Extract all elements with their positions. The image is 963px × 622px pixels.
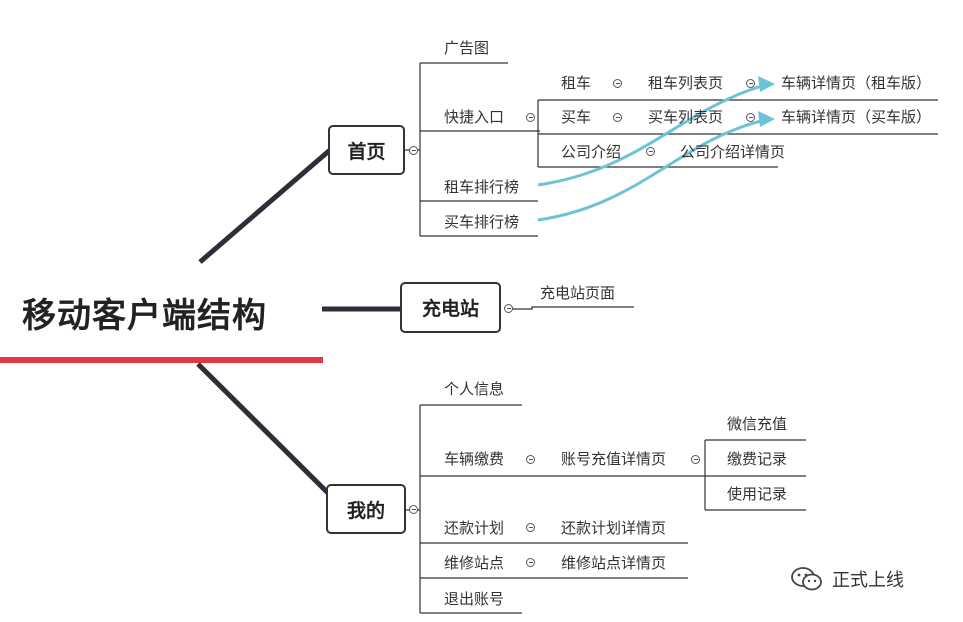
collapse-toggle-rent[interactable]: [613, 79, 622, 88]
node-ad-banner[interactable]: 广告图: [444, 39, 490, 57]
branch-home[interactable]: 首页: [328, 125, 405, 175]
node-buy-detail[interactable]: 车辆详情页（买车版）: [781, 108, 932, 126]
collapse-toggle-mine[interactable]: [409, 505, 418, 514]
node-charging-page[interactable]: 充电站页面: [540, 284, 616, 302]
mine-tree: [404, 404, 806, 614]
node-usage-record[interactable]: 使用记录: [727, 485, 788, 503]
collapse-toggle-quick-entry[interactable]: [526, 113, 535, 122]
collapse-toggle-account-recharge[interactable]: [691, 455, 700, 464]
collapse-toggle-rent-list[interactable]: [746, 79, 755, 88]
collapse-toggle-repayment[interactable]: [526, 523, 535, 532]
root-title[interactable]: 移动客户端结构: [22, 296, 267, 336]
node-rent-detail[interactable]: 车辆详情页（租车版）: [781, 74, 932, 92]
node-buy[interactable]: 买车: [561, 108, 592, 126]
node-payment-record[interactable]: 缴费记录: [727, 450, 788, 468]
collapse-toggle-buy-list[interactable]: [746, 113, 755, 122]
relation-buy-rank: [537, 118, 766, 222]
connector-root-home: [198, 148, 332, 264]
branch-mine[interactable]: 我的: [326, 484, 406, 534]
node-repayment-plan-detail[interactable]: 还款计划详情页: [561, 519, 667, 537]
charging-tree: [510, 306, 634, 310]
watermark: 正式上线: [790, 566, 904, 592]
collapse-toggle-home[interactable]: [409, 146, 418, 155]
node-repair-station[interactable]: 维修站点: [444, 554, 505, 572]
branch-charging[interactable]: 充电站: [400, 282, 501, 333]
relation-rent-rank: [537, 83, 766, 187]
node-vehicle-fee[interactable]: 车辆缴费: [444, 450, 505, 468]
node-wechat-recharge[interactable]: 微信充值: [727, 415, 788, 433]
node-buy-list[interactable]: 买车列表页: [648, 108, 724, 126]
relation-arrow-rent: [758, 76, 775, 92]
node-rent-rank[interactable]: 租车排行榜: [444, 178, 520, 196]
root-underline: [0, 357, 323, 363]
wechat-icon: [791, 567, 822, 591]
collapse-toggle-company[interactable]: [646, 147, 655, 156]
node-rent[interactable]: 租车: [561, 74, 592, 92]
node-quick-entry[interactable]: 快捷入口: [444, 108, 505, 126]
collapse-toggle-charging[interactable]: [504, 304, 513, 313]
node-profile[interactable]: 个人信息: [444, 380, 505, 398]
node-account-recharge-detail[interactable]: 账号充值详情页: [561, 450, 667, 468]
collapse-toggle-vehicle-fee[interactable]: [526, 455, 535, 464]
node-repair-station-detail[interactable]: 维修站点详情页: [561, 554, 667, 572]
relation-arrow-buy: [758, 111, 775, 127]
node-rent-list[interactable]: 租车列表页: [648, 74, 724, 92]
node-repayment-plan[interactable]: 还款计划: [444, 519, 505, 537]
node-buy-rank[interactable]: 买车排行榜: [444, 213, 520, 231]
connector-root-mine: [196, 362, 332, 497]
home-tree: [404, 62, 938, 237]
watermark-text: 正式上线: [832, 570, 904, 591]
collapse-toggle-repair[interactable]: [526, 558, 535, 567]
node-company-detail[interactable]: 公司介绍详情页: [680, 143, 786, 161]
collapse-toggle-buy[interactable]: [613, 113, 622, 122]
node-company[interactable]: 公司介绍: [561, 143, 622, 161]
node-logout[interactable]: 退出账号: [444, 590, 505, 608]
